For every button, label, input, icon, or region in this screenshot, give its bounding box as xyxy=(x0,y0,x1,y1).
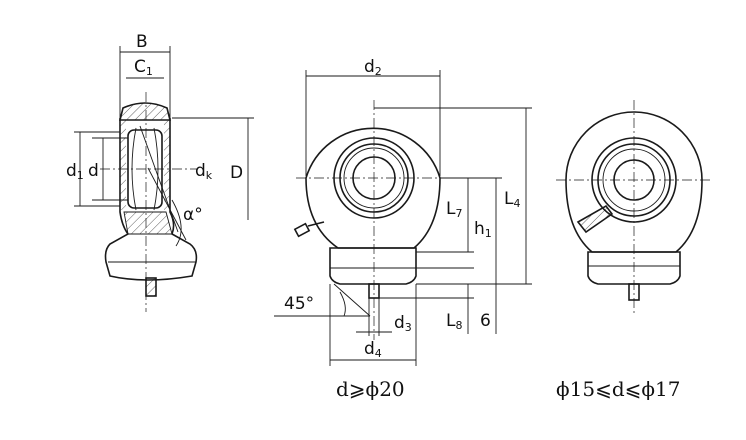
small-bottom-stud xyxy=(628,283,640,301)
front-view: d2 L4 h1 L7 L8 6 45° d3 d4 xyxy=(274,57,532,401)
eye-outline xyxy=(305,127,441,249)
angle-arc xyxy=(339,291,346,317)
grease-nipple-side xyxy=(293,221,325,238)
small-grease-channel xyxy=(576,204,614,234)
label-b: B xyxy=(136,32,148,52)
label-alpha: α° xyxy=(183,205,203,225)
side-view: B C1 d1 d dk D α° xyxy=(66,32,254,312)
label-45: 45° xyxy=(284,294,314,314)
small-eye-outline xyxy=(565,111,703,253)
housing-wall-left xyxy=(120,120,126,210)
label-d3: d3 xyxy=(394,313,412,334)
caption-right: ϕ15⩽d⩽ϕ17 xyxy=(556,377,680,401)
label-6: 6 xyxy=(480,311,491,331)
label-L7: L7 xyxy=(446,199,462,220)
tilt-line xyxy=(139,125,179,233)
label-c1: C1 xyxy=(134,57,153,78)
caption-left: d⩾ϕ20 xyxy=(336,377,405,401)
label-dk: dk xyxy=(195,161,213,182)
small-front-view: ϕ15⩽d⩽ϕ17 xyxy=(556,100,712,401)
label-L8: L8 xyxy=(446,311,462,332)
label-d: d xyxy=(88,161,99,181)
grease-nipple xyxy=(145,277,157,297)
label-L4: L4 xyxy=(504,189,520,210)
label-h1: h1 xyxy=(474,219,492,240)
label-d4: d4 xyxy=(364,339,382,360)
angle-leader-diag xyxy=(333,283,371,317)
small-base-block xyxy=(587,251,681,285)
bottom-stud xyxy=(368,283,380,299)
label-d2: d2 xyxy=(364,57,382,78)
base-block xyxy=(329,247,417,285)
housing-outline xyxy=(104,118,198,281)
housing-lower-section xyxy=(123,211,173,235)
housing-wall-right xyxy=(164,120,170,210)
label-D: D xyxy=(230,163,243,183)
tilt-line-2 xyxy=(147,167,187,241)
alpha-arc xyxy=(171,199,182,247)
label-d1: d1 xyxy=(66,161,84,182)
outer-ring-top xyxy=(118,102,172,121)
